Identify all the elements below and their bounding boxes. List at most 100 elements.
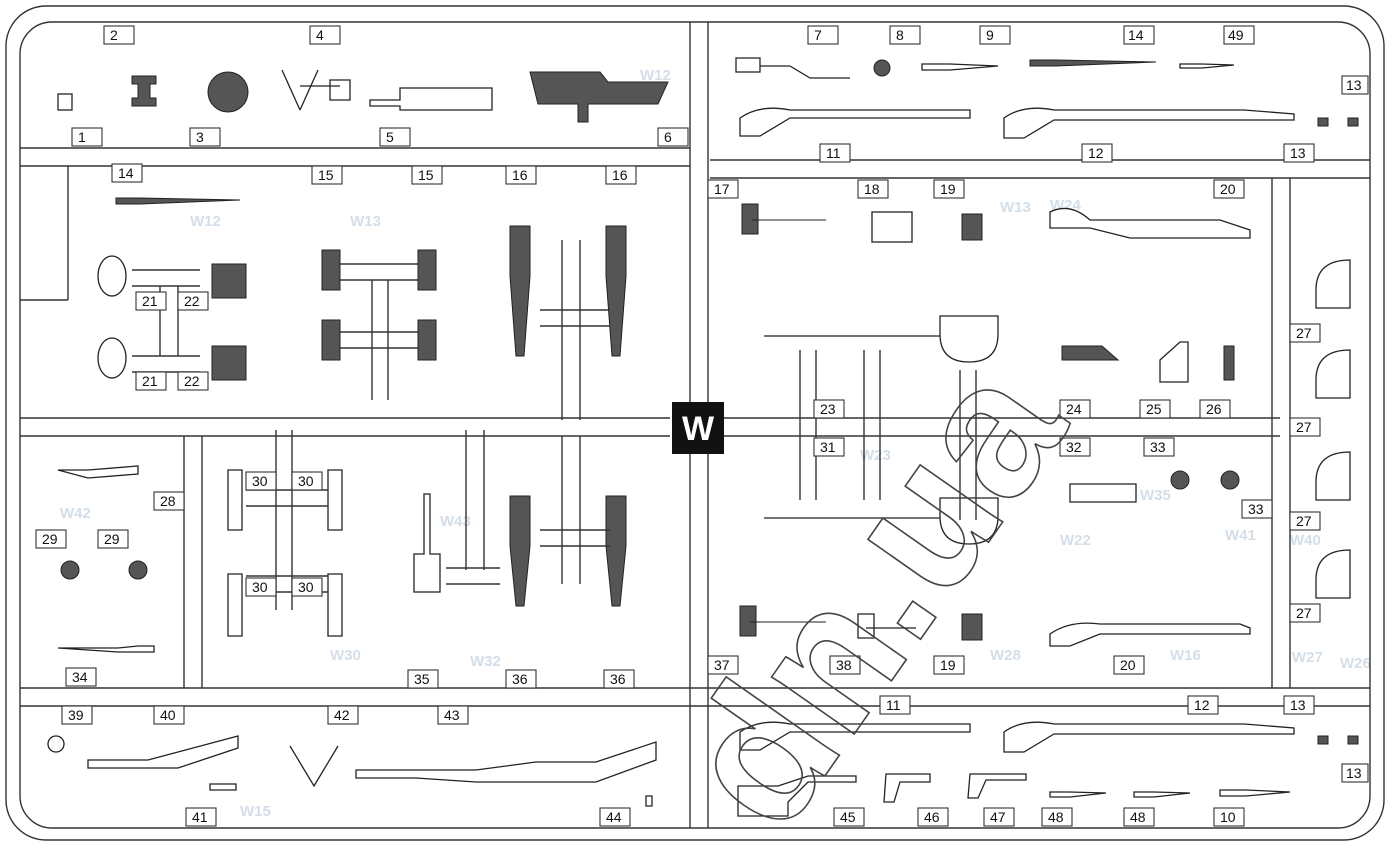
part-label: 15 bbox=[318, 167, 334, 183]
ghost-mark: W16 bbox=[1170, 647, 1201, 664]
part-12b-drawing bbox=[1003, 721, 1295, 753]
part-10-drawing bbox=[1219, 789, 1291, 797]
part-label: 18 bbox=[864, 181, 880, 197]
ghost-mark: W15 bbox=[240, 803, 271, 820]
part-label: 15 bbox=[418, 167, 434, 183]
part-label: 27 bbox=[1296, 419, 1312, 435]
ghost-mark: W12 bbox=[190, 213, 221, 230]
runner-36 bbox=[540, 436, 610, 584]
part-6-drawing bbox=[529, 71, 669, 123]
part-44-drawing bbox=[645, 795, 653, 807]
part-label: 20 bbox=[1120, 657, 1136, 673]
part-label: 42 bbox=[334, 707, 350, 723]
sprue-letter: W bbox=[682, 410, 715, 448]
part-label: 29 bbox=[104, 531, 120, 547]
part-label: 20 bbox=[1220, 181, 1236, 197]
part-label: 11 bbox=[886, 697, 901, 713]
part-27b-drawing bbox=[1315, 349, 1351, 399]
part-9-drawing bbox=[921, 63, 999, 71]
part-label: 27 bbox=[1296, 325, 1312, 341]
ghost-mark: W23 bbox=[860, 447, 891, 464]
part-16b-drawing bbox=[605, 225, 627, 357]
ghost-mark: W22 bbox=[1060, 532, 1091, 549]
ghost-mark: W35 bbox=[1140, 487, 1171, 504]
part-label: 45 bbox=[840, 809, 856, 825]
part-13b-drawing bbox=[1317, 735, 1359, 745]
part-label: 21 bbox=[142, 293, 158, 309]
part-label: 13 bbox=[1290, 697, 1306, 713]
part-24-drawing bbox=[1061, 345, 1120, 361]
sprue-frame bbox=[5, 5, 1385, 841]
ghost-mark: W41 bbox=[1225, 527, 1256, 544]
sprue-letter-box bbox=[672, 402, 724, 454]
part-label: 27 bbox=[1296, 513, 1312, 529]
part-19b-drawing bbox=[961, 613, 983, 641]
part-22-drawing bbox=[211, 263, 247, 299]
part-label: 19 bbox=[940, 657, 956, 673]
part-label: 16 bbox=[512, 167, 528, 183]
part-label: 33 bbox=[1248, 501, 1264, 517]
runner-23 bbox=[799, 350, 977, 520]
part-label: 41 bbox=[192, 809, 208, 825]
part-pouches-drawing bbox=[321, 249, 437, 361]
part-label: 27 bbox=[1296, 605, 1312, 621]
part-label: 31 bbox=[820, 439, 836, 455]
ghost-marks: W12 W13 W12 W13 W28 W35 W41 W40 W42 W43 … bbox=[60, 67, 1371, 820]
part-label: 30 bbox=[252, 579, 268, 595]
part-number-labels: 1 2 3 4 5 6 7 8 9 14 49 13 11 12 13 14 1… bbox=[35, 25, 1369, 827]
ghost-mark: W27 bbox=[1292, 649, 1323, 666]
part-label: 19 bbox=[940, 181, 956, 197]
part-33-drawing bbox=[1170, 470, 1190, 490]
ghost-mark: W28 bbox=[990, 647, 1021, 664]
part-label: 16 bbox=[612, 167, 628, 183]
part-32-drawing bbox=[1069, 483, 1137, 503]
part-41-drawing bbox=[209, 783, 237, 791]
part-29-drawing bbox=[60, 560, 80, 580]
part-label: 17 bbox=[714, 181, 730, 197]
part-label: 10 bbox=[1220, 809, 1236, 825]
part-label: 38 bbox=[836, 657, 852, 673]
part-label: 35 bbox=[414, 671, 430, 687]
ghost-mark: W30 bbox=[330, 647, 361, 664]
part-28-drawing bbox=[57, 465, 139, 479]
parts bbox=[47, 57, 1359, 817]
part-label: 43 bbox=[444, 707, 460, 723]
part-label: 1 bbox=[78, 129, 86, 145]
part-label: 14 bbox=[1128, 27, 1144, 43]
part-45-drawing bbox=[737, 775, 857, 817]
part-label: 49 bbox=[1228, 27, 1244, 43]
part-label: 8 bbox=[896, 27, 904, 43]
part-3-drawing bbox=[207, 71, 249, 113]
runner-30 bbox=[246, 430, 328, 610]
part-label: 48 bbox=[1048, 809, 1064, 825]
part-1-drawing bbox=[57, 93, 73, 111]
part-30-drawing bbox=[227, 469, 343, 637]
part-43-drawing bbox=[355, 741, 657, 783]
part-label: 5 bbox=[386, 129, 394, 145]
part-26-drawing bbox=[1223, 345, 1235, 381]
part-label: 13 bbox=[1290, 145, 1306, 161]
part-19-drawing bbox=[961, 213, 983, 241]
ghost-mark: W40 bbox=[1290, 532, 1321, 549]
part-29b-drawing bbox=[128, 560, 148, 580]
part-label: 30 bbox=[298, 579, 314, 595]
part-label: 12 bbox=[1088, 145, 1104, 161]
part-label: 28 bbox=[160, 493, 176, 509]
part-label: 22 bbox=[184, 293, 200, 309]
part-label: 11 bbox=[826, 145, 841, 161]
part-label: 32 bbox=[1066, 439, 1082, 455]
ghost-mark: W13 bbox=[1000, 199, 1031, 216]
part-label: 9 bbox=[986, 27, 994, 43]
part-label: 36 bbox=[512, 671, 528, 687]
part-label: 46 bbox=[924, 809, 940, 825]
part-label: 3 bbox=[196, 129, 204, 145]
part-label: 33 bbox=[1150, 439, 1166, 455]
part-label: 37 bbox=[714, 657, 730, 673]
part-39-drawing bbox=[47, 735, 65, 753]
sprue-frame-inner bbox=[19, 21, 1371, 829]
part-16-drawing bbox=[509, 225, 531, 357]
part-21b-drawing bbox=[97, 337, 127, 379]
part-label: 22 bbox=[184, 373, 200, 389]
part-label: 30 bbox=[298, 473, 314, 489]
